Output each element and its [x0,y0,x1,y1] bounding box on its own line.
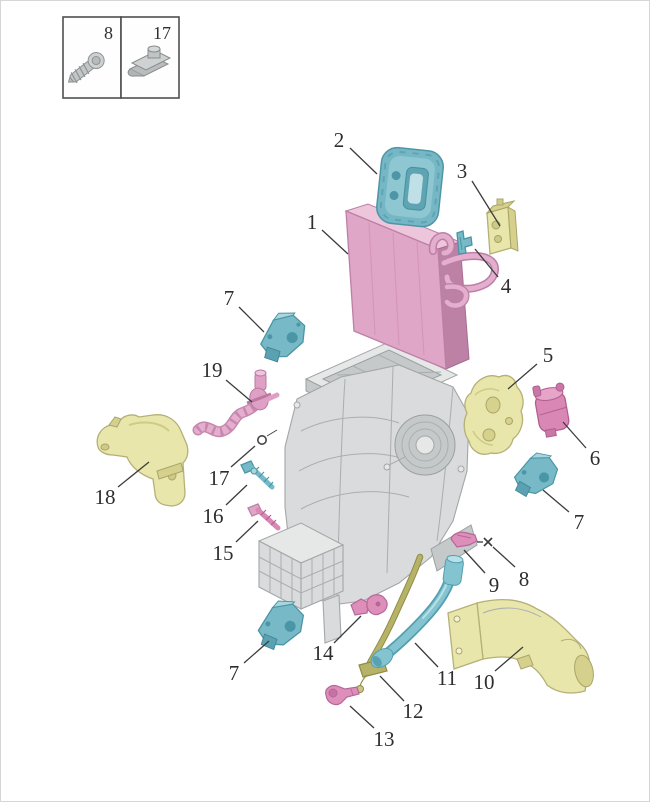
callout-leader-14 [333,615,362,644]
screw-icon [67,52,105,84]
callout-number-7b: 7 [574,510,585,534]
callout-1: 1 [307,210,349,255]
callout-leader-2 [349,147,378,175]
callout-number-10: 10 [474,670,495,694]
callout-leader-4 [474,248,499,278]
callout-number-3: 3 [457,159,468,183]
callout-7b: 7 [542,489,585,534]
part-lever [325,684,360,706]
part-o-ring [256,429,278,445]
callout-leader-8 [492,546,516,568]
callout-2: 2 [334,128,378,175]
callout-leader-3 [471,180,501,227]
callout-16: 16 [203,484,248,528]
screw-position-cross-marker [483,537,493,547]
callout-10: 10 [474,646,524,694]
callout-leader-7b [542,489,570,513]
callout-number-12: 12 [403,699,424,723]
callout-number-9: 9 [489,573,500,597]
part-small-bracket [350,594,388,616]
callout-number-16: 16 [203,504,224,528]
callout-number-1: 1 [307,210,318,234]
callout-leader-18 [117,461,150,488]
callout-18: 18 [95,461,150,509]
callout-leader-10 [494,646,524,672]
callout-5: 5 [507,343,554,390]
callout-leader-9 [463,549,486,574]
callout-leader-12 [379,675,405,702]
callout-14: 14 [313,615,362,665]
callout-3: 3 [457,159,501,227]
callout-leader-5 [507,363,538,390]
callout-leader-17 [230,445,256,468]
callout-9: 9 [463,549,500,597]
legend-number-8: 8 [104,23,113,43]
part-clip-pink [450,531,478,548]
callout-leader-15 [235,520,259,543]
callout-number-19: 19 [202,358,223,382]
callout-number-14: 14 [313,641,335,665]
legend-number-17: 17 [153,23,171,43]
part-air-duct-right [447,598,594,694]
callout-7a: 7 [224,286,265,333]
part-expansion-valve [485,198,519,255]
callout-leader-6 [562,421,587,449]
callout-number-7a: 7 [224,286,235,310]
callout-leader-7c [243,640,270,664]
callout-leader-16 [225,484,248,506]
part-seal-cover-plate [376,146,444,228]
part-mount-bracket [463,374,524,455]
callout-leader-19 [225,379,253,403]
callout-leader-13 [349,705,375,729]
u-nut-clip-icon [127,45,172,77]
callout-number-7c: 7 [229,661,240,685]
callout-number-15: 15 [213,541,234,565]
callout-6: 6 [562,421,601,470]
callout-number-4: 4 [501,274,512,298]
legend-box: 8 17 [62,16,180,99]
part-actuator-top [259,312,306,363]
callout-number-11: 11 [437,666,457,690]
callout-leader-1 [321,229,349,255]
callout-leader-7a [238,306,265,333]
evaporator-tubes [428,232,499,309]
callout-leader-11 [414,642,439,668]
callout-4: 4 [474,248,512,298]
callout-17: 17 [209,445,256,490]
part-drain-tube [370,554,464,669]
callout-13: 13 [349,705,395,751]
callout-number-8: 8 [519,567,530,591]
callout-number-13: 13 [374,727,395,751]
part-servo-motor [532,382,570,438]
part-pipe-clamp [456,230,473,255]
callout-11: 11 [414,642,457,690]
callout-19: 19 [202,358,253,403]
callout-7c: 7 [229,640,270,685]
callout-12: 12 [379,675,424,723]
callout-number-18: 18 [95,485,116,509]
part-actuator-right [513,452,559,498]
part-screw-pink [247,503,281,531]
callout-number-17: 17 [209,466,230,490]
part-screw-teal [240,460,275,490]
callout-number-5: 5 [543,343,554,367]
callout-15: 15 [213,520,259,565]
part-evaporator-core [344,203,499,370]
callout-number-6: 6 [590,446,601,470]
part-air-duct-left [96,414,189,507]
callout-number-2: 2 [334,128,345,152]
callout-8: 8 [477,537,530,591]
part-actuator-bottom [257,600,305,651]
